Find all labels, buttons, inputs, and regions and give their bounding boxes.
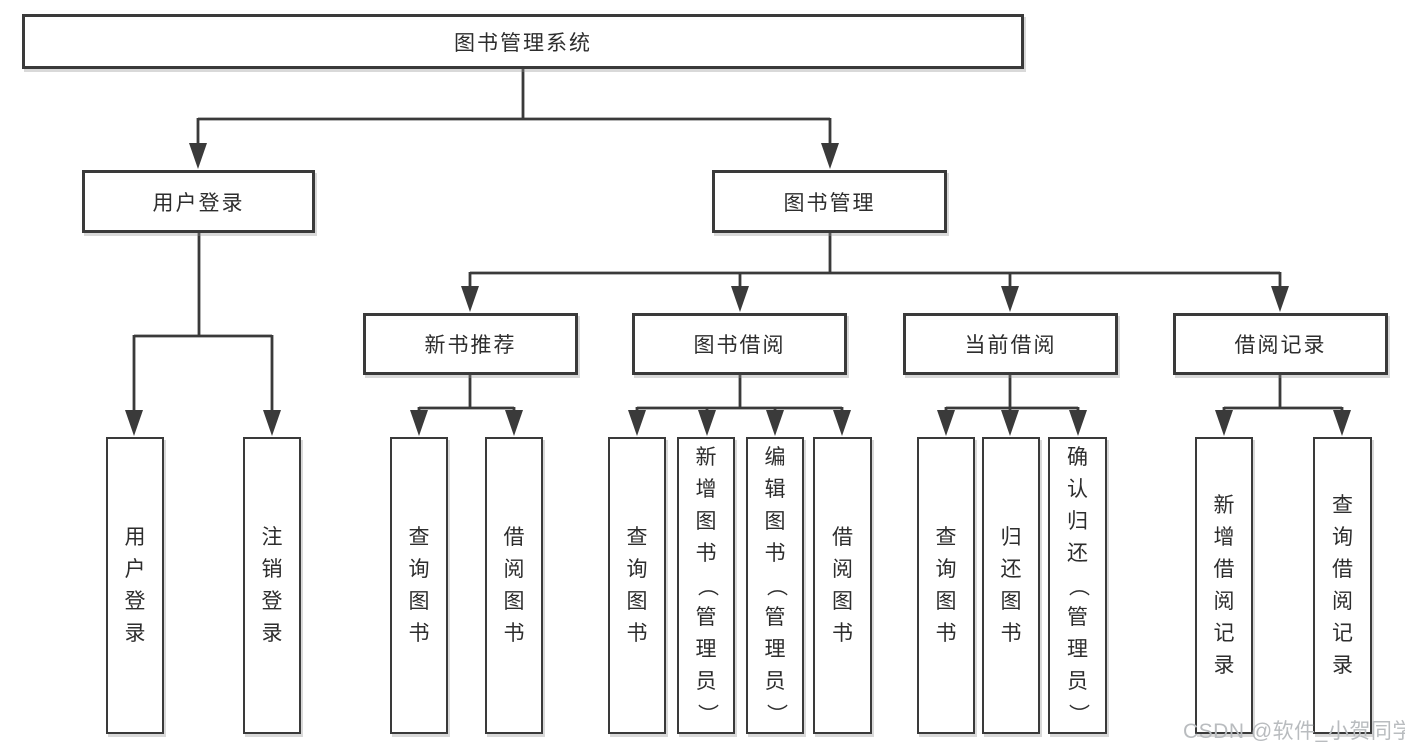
leaf-query-books-borrow-label: 查询图书 <box>626 525 648 645</box>
watermark-text: CSDN @软件_小贺同学 <box>1183 720 1405 743</box>
arrowhead <box>461 286 479 312</box>
leaf-logout: 注销登录 <box>243 437 301 734</box>
connector-new-book-recommendation <box>417 374 516 413</box>
leaf-query-books-borrow: 查询图书 <box>608 437 666 734</box>
leaf-query-books-recommend: 查询图书 <box>390 437 448 734</box>
arrowhead <box>505 410 523 436</box>
node-user-login: 用户登录 <box>82 170 315 233</box>
arrowheads <box>125 143 1351 436</box>
leaf-logout-label: 注销登录 <box>261 525 283 645</box>
arrowhead <box>1215 410 1233 436</box>
node-system-label: 图书管理系统 <box>454 31 592 55</box>
arrowhead <box>937 410 955 436</box>
node-borrowing-records: 借阅记录 <box>1173 313 1388 375</box>
arrowhead <box>1001 286 1019 312</box>
arrowhead <box>766 410 784 436</box>
arrowhead <box>1069 410 1087 436</box>
arrowhead <box>1333 410 1351 436</box>
leaf-add-borrow-record: 新增借阅记录 <box>1195 437 1253 734</box>
arrowhead <box>1001 410 1019 436</box>
leaf-query-borrow-record: 查询借阅记录 <box>1313 437 1372 734</box>
leaf-user-login: 用户登录 <box>106 437 164 734</box>
leaf-borrow-books-recommend: 借阅图书 <box>485 437 543 734</box>
node-book-borrowing-label: 图书借阅 <box>693 334 786 357</box>
leaf-borrow-books-borrow-label: 借阅图书 <box>832 525 853 645</box>
node-book-borrowing: 图书借阅 <box>632 313 847 375</box>
leaf-edit-book-admin: 编辑图书（管理员） <box>746 437 804 734</box>
node-user-login-label: 用户登录 <box>152 191 245 215</box>
arrowhead <box>189 143 207 169</box>
leaf-edit-book-admin-label: 编辑图书（管理员） <box>764 445 787 725</box>
node-book-management-label: 图书管理 <box>783 191 876 215</box>
arrowhead <box>698 410 716 436</box>
arrowhead <box>410 410 428 436</box>
leaf-query-borrow-record-label: 查询借阅记录 <box>1332 493 1353 677</box>
node-book-management: 图书管理 <box>712 170 947 233</box>
leaf-query-books-current: 查询图书 <box>917 437 975 734</box>
node-borrowing-records-label: 借阅记录 <box>1234 334 1327 357</box>
leaf-return-books: 归还图书 <box>982 437 1040 734</box>
arrowhead <box>833 410 851 436</box>
leaf-confirm-return-admin-label: 确认归还（管理员） <box>1066 445 1090 725</box>
connector-book-borrowing <box>635 374 844 413</box>
leaf-query-books-current-label: 查询图书 <box>935 525 957 645</box>
arrowhead <box>821 143 839 169</box>
leaf-add-book-admin: 新增图书（管理员） <box>677 437 735 734</box>
node-current-borrowing: 当前借阅 <box>903 313 1118 375</box>
arrowhead <box>731 286 749 312</box>
leaf-query-books-recommend-label: 查询图书 <box>408 525 430 645</box>
arrowhead <box>125 410 143 436</box>
leaf-borrow-books-recommend-label: 借阅图书 <box>503 525 525 645</box>
connector-user-login <box>132 232 274 412</box>
connector-borrowing-records <box>1222 374 1344 413</box>
leaf-borrow-books-borrow: 借阅图书 <box>813 437 872 734</box>
leaf-add-book-admin-label: 新增图书（管理员） <box>695 445 718 725</box>
arrowhead <box>628 410 646 436</box>
leaf-return-books-label: 归还图书 <box>1000 525 1022 645</box>
leaf-add-borrow-record-label: 新增借阅记录 <box>1213 493 1235 677</box>
node-new-book-recommendation-label: 新书推荐 <box>424 334 517 357</box>
node-system: 图书管理系统 <box>22 14 1024 69</box>
connector-current-borrowing <box>944 374 1080 413</box>
connector-root <box>196 69 832 145</box>
arrowhead <box>263 410 281 436</box>
arrowhead <box>1271 286 1289 312</box>
connector-book-management <box>468 232 1282 288</box>
leaf-user-login-label: 用户登录 <box>124 525 146 645</box>
leaf-confirm-return-admin: 确认归还（管理员） <box>1048 437 1107 734</box>
node-new-book-recommendation: 新书推荐 <box>363 313 578 375</box>
node-current-borrowing-label: 当前借阅 <box>964 334 1057 357</box>
